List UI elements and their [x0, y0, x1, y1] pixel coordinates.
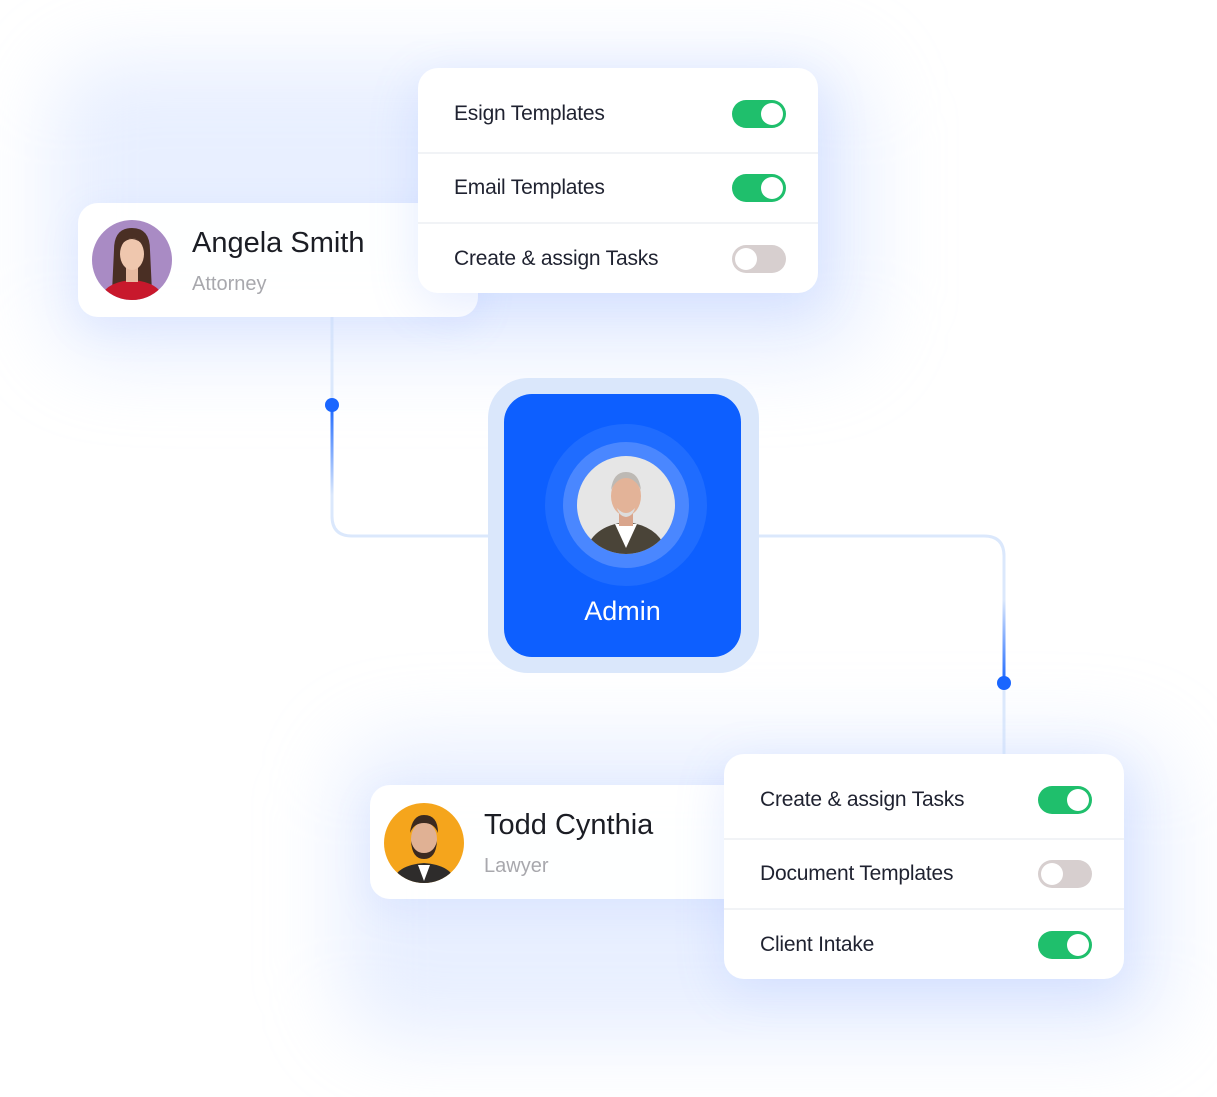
permission-label: Create & assign Tasks — [760, 788, 965, 811]
toggle-email-templates[interactable] — [732, 174, 786, 202]
avatar-todd — [384, 803, 464, 883]
connector-left-highlight — [330, 405, 334, 495]
permission-label: Esign Templates — [454, 102, 605, 125]
user-name: Angela Smith — [192, 227, 365, 259]
connector-dot-right — [997, 676, 1011, 690]
permission-row: Create & assign Tasks — [724, 764, 1124, 836]
connector-right-highlight — [1002, 600, 1006, 683]
user-card-todd[interactable]: Todd Cynthia Lawyer — [370, 785, 770, 899]
permission-row: Create & assign Tasks — [418, 222, 818, 294]
avatar-angela — [92, 220, 172, 300]
avatar-admin — [577, 456, 675, 554]
toggle-client-intake[interactable] — [1038, 931, 1092, 959]
permission-label: Client Intake — [760, 933, 875, 956]
user-name: Todd Cynthia — [484, 809, 654, 841]
toggle-create-assign-tasks[interactable] — [1038, 786, 1092, 814]
admin-node[interactable]: Admin — [504, 394, 741, 657]
toggle-create-assign-tasks[interactable] — [732, 245, 786, 273]
user-role: Attorney — [192, 273, 267, 295]
permission-row: Email Templates — [418, 152, 818, 222]
permissions-panel-bottom: Create & assign Tasks Document Templates… — [724, 754, 1124, 979]
user-role: Lawyer — [484, 855, 549, 877]
connector-dot-left — [325, 398, 339, 412]
permission-row: Esign Templates — [418, 78, 818, 150]
toggle-esign-templates[interactable] — [732, 100, 786, 128]
permission-label: Email Templates — [454, 176, 605, 199]
connector-left — [330, 317, 490, 538]
permission-label: Create & assign Tasks — [454, 247, 659, 270]
connector-right — [758, 534, 1006, 756]
toggle-document-templates[interactable] — [1038, 860, 1092, 888]
permission-label: Document Templates — [760, 862, 954, 885]
permission-row: Document Templates — [724, 838, 1124, 908]
permissions-panel-top: Esign Templates Email Templates Create &… — [418, 68, 818, 293]
admin-label: Admin — [584, 596, 661, 626]
permission-row: Client Intake — [724, 908, 1124, 980]
user-card-angela[interactable]: Angela Smith Attorney — [78, 203, 478, 317]
